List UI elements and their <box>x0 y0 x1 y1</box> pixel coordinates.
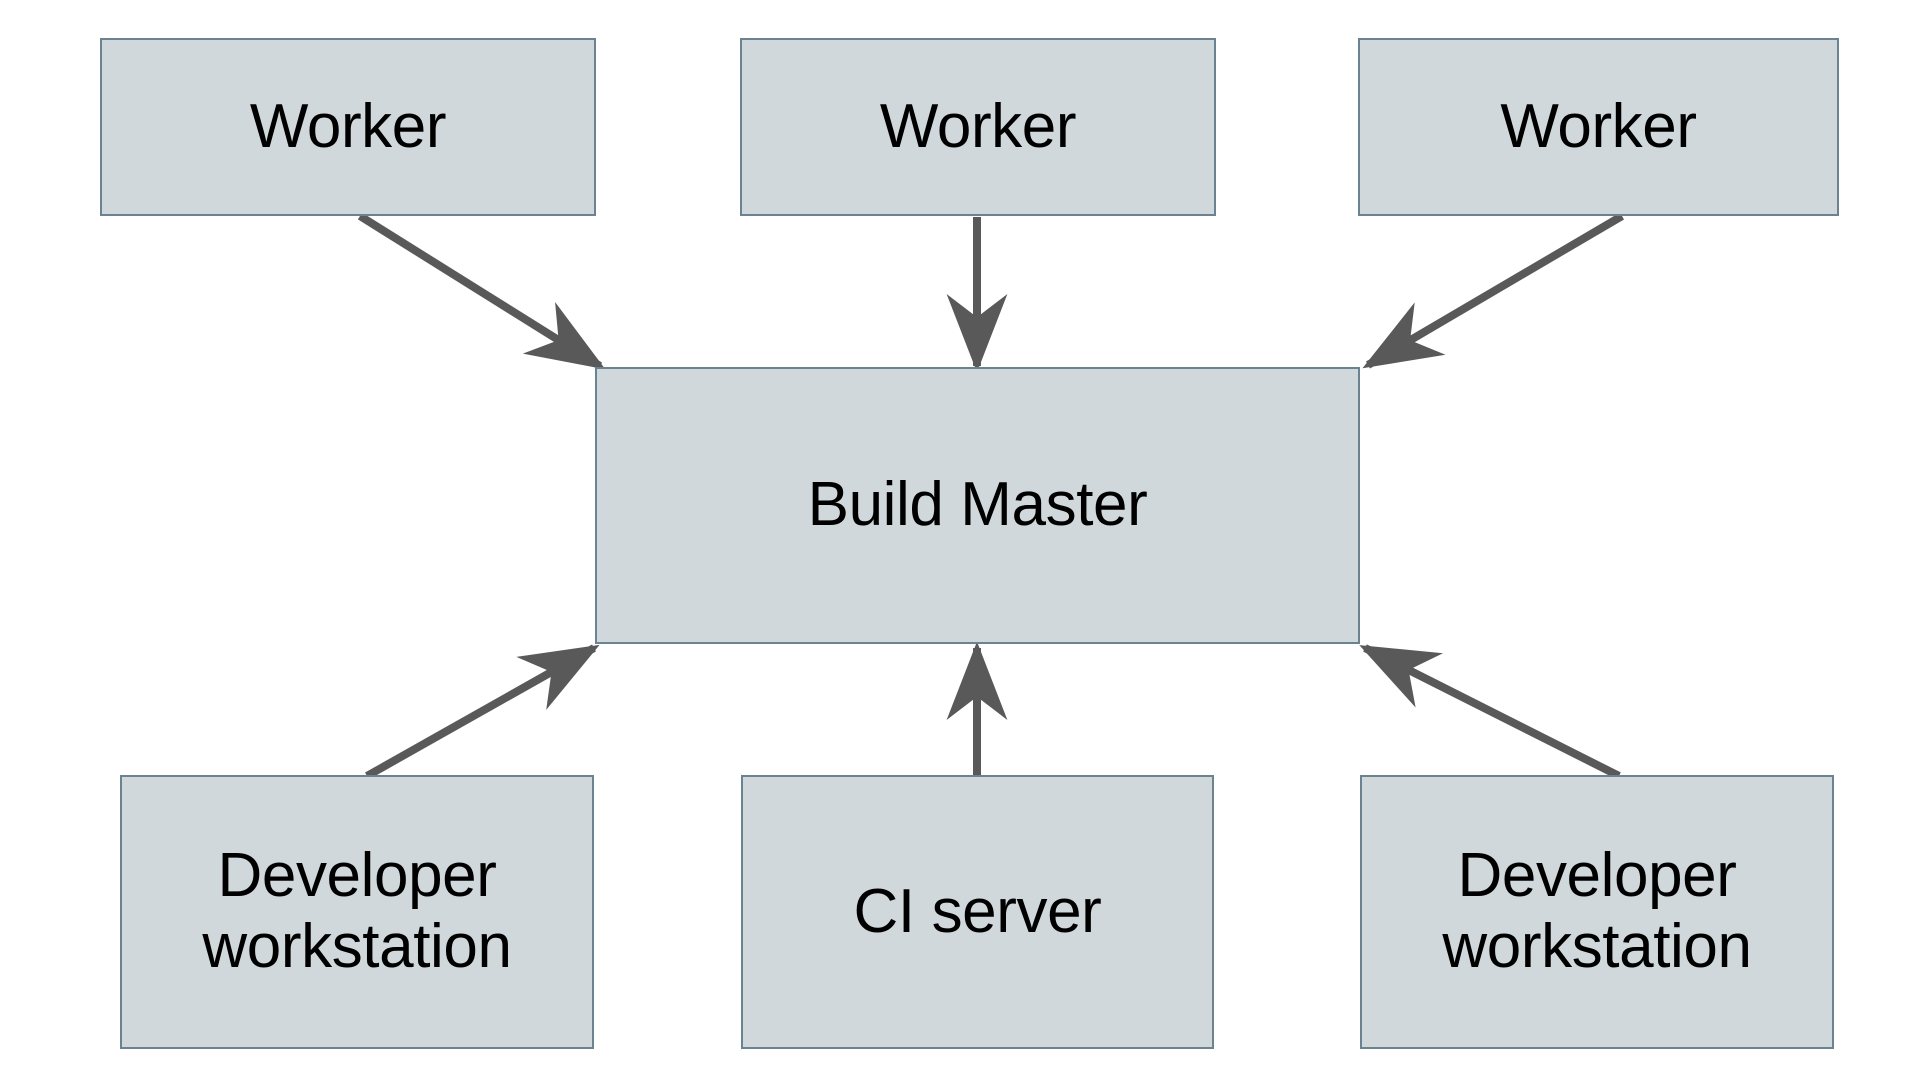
edge-worker-3-to-build-master <box>1362 212 1625 369</box>
node-worker-1[interactable]: Worker <box>100 38 596 216</box>
node-build-master[interactable]: Build Master <box>595 367 1360 644</box>
node-worker-3[interactable]: Worker <box>1358 38 1839 216</box>
edge-worker-1-to-build-master <box>357 212 606 370</box>
node-label: CI server <box>853 876 1102 946</box>
node-label: Worker <box>1500 91 1697 161</box>
node-developer-workstation-left[interactable]: Developer workstation <box>120 775 594 1049</box>
node-developer-workstation-right[interactable]: Developer workstation <box>1360 775 1834 1049</box>
node-label: Developer workstation <box>202 841 512 981</box>
node-label: Build Master <box>807 470 1148 540</box>
edge-dev-right-to-build-master <box>1359 644 1621 780</box>
node-worker-2[interactable]: Worker <box>740 38 1216 216</box>
edge-dev-left-to-build-master <box>365 644 600 780</box>
node-ci-server[interactable]: CI server <box>741 775 1214 1049</box>
node-label: Worker <box>249 91 447 161</box>
node-label: Worker <box>879 91 1077 161</box>
node-label: Developer workstation <box>1442 841 1752 981</box>
